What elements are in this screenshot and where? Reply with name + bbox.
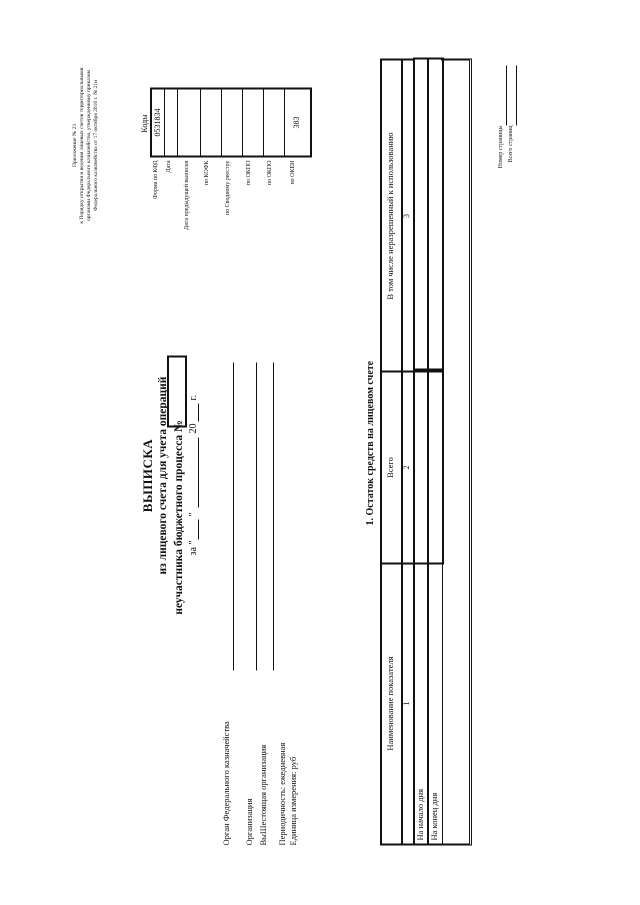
- appendix-line: Приложение № 23: [72, 123, 78, 167]
- date-year-line: [197, 403, 199, 421]
- column-number: 2: [402, 465, 411, 469]
- code-label-kofk: по КОФК: [204, 160, 210, 185]
- section-title: 1. Остаток средств на лицевом счете: [365, 360, 376, 525]
- codes-header: Коды: [140, 113, 149, 133]
- date-year-prefix: 20: [188, 423, 199, 433]
- table-header-cell: Всего: [381, 370, 403, 564]
- code-label-okpo-2: по ОКПО: [267, 160, 273, 185]
- code-label-okei: по ОКЕИ: [290, 160, 296, 185]
- column-header-restricted: В том числе неразрешенный к использовани…: [385, 131, 395, 300]
- field-organization-line: [255, 362, 257, 670]
- field-parent-organization: ВыШестоящая организация: [258, 744, 268, 845]
- appendix-line: органами Федерального казначейства, утве…: [86, 69, 92, 221]
- document-title: ВЫПИСКА: [140, 438, 155, 512]
- date-quote: ": [188, 511, 199, 516]
- field-organization: Организация: [244, 798, 254, 845]
- code-label-okpo-1: по ОКПО: [246, 160, 252, 185]
- row-label-start: На начало дня: [415, 788, 425, 840]
- total-pages-line: [515, 65, 517, 125]
- codes-table: 0531834 383: [150, 87, 312, 157]
- balance-table: Наименование показателя Всего В том числ…: [380, 57, 472, 845]
- column-number: 3: [402, 213, 411, 218]
- field-periodicity: Периодичность: ежедневная: [277, 742, 287, 845]
- field-parent-organization-line: [272, 362, 274, 670]
- code-value-kfd: 0531834: [152, 89, 165, 155]
- code-label-prev-date: Дата предыдущей выписки: [184, 160, 190, 230]
- column-number: 1: [402, 701, 411, 705]
- field-unit: Единица измерения: руб: [288, 756, 298, 845]
- code-value-registry: [222, 89, 243, 155]
- column-header-total: Всего: [385, 456, 395, 478]
- table-empty-area: [441, 59, 470, 844]
- table-header-cell: Наименование показателя: [381, 562, 403, 844]
- appendix-line: Федерального казначейства от 17 октября …: [93, 79, 99, 211]
- date-year-suffix: г.: [188, 394, 199, 400]
- date-month-line: [197, 437, 199, 507]
- account-number-box: [167, 355, 187, 427]
- appendix-header: Приложение № 23 к Порядку открытия и вед…: [72, 20, 100, 270]
- appendix-line: к Порядку открытия и ведения лицевых сче…: [79, 66, 85, 224]
- code-value-prev-date: [178, 89, 201, 155]
- total-pages-label: Всего страниц: [508, 125, 514, 162]
- code-label-registry: по Сводному реестру: [225, 160, 231, 215]
- code-value-okei: 383: [292, 116, 301, 128]
- row-label-end: На конец дня: [429, 792, 439, 840]
- code-value-kofk: [201, 89, 222, 155]
- page-number-line: [505, 65, 507, 125]
- page-number-label: Номер страницы: [498, 125, 504, 168]
- date-day-line: [197, 519, 199, 539]
- code-value-okpo-1: [243, 89, 264, 155]
- table-header-cell: В том числе неразрешенный к использовани…: [381, 59, 403, 372]
- code-value-okpo-2: [264, 89, 285, 155]
- field-treasury-line: [232, 362, 234, 670]
- column-header-name: Наименование показателя: [385, 655, 395, 751]
- code-value-date: [165, 89, 178, 155]
- date-prefix: за ": [188, 540, 199, 555]
- field-treasury: Орган Федерального казначейства: [221, 720, 231, 845]
